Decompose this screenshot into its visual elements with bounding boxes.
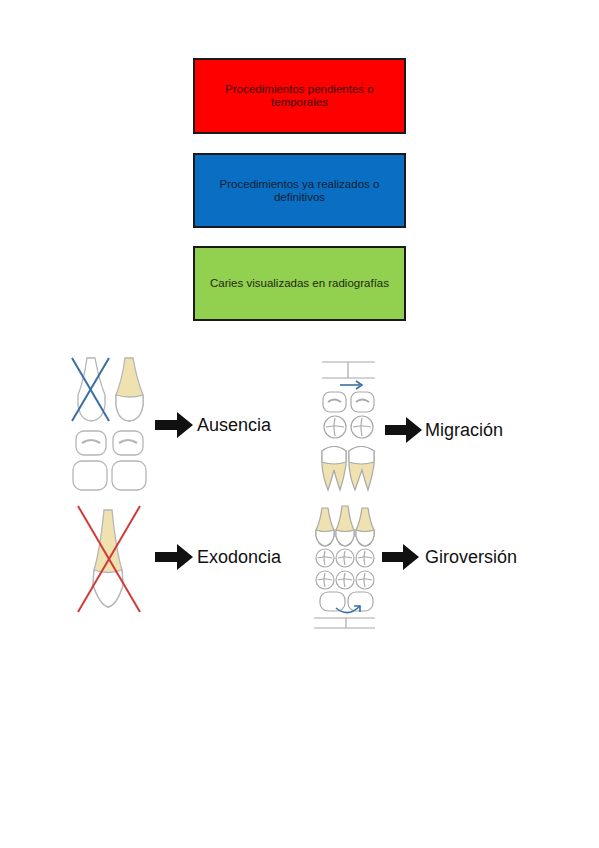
absent-tooth-illustration-part: [119, 440, 137, 443]
rotation-illustration-part: [336, 549, 354, 567]
pointer-arrows-part: [155, 412, 193, 438]
rotation-illustration-part: [336, 506, 354, 546]
rotation-illustration-part: [314, 627, 375, 628]
pointer-arrows-part: [385, 417, 422, 443]
pointer-arrows-part: [155, 544, 193, 570]
rotation-illustration-part: [356, 508, 374, 546]
rotation-illustration-part: [336, 606, 360, 613]
pointer-arrows-part: [382, 544, 419, 570]
extraction-illustration: [78, 506, 140, 612]
rotation-illustration-part: [348, 592, 373, 611]
migration-illustration-part: [349, 447, 374, 465]
condition-label: Exodoncia: [197, 546, 281, 568]
rotation-illustration-part: [354, 606, 360, 612]
migration-illustration-part: [326, 418, 344, 436]
pending-procedures-box: Procedimientos pendientes o temporales: [193, 58, 406, 134]
rotation-illustration-part: [336, 571, 354, 589]
rotation-illustration-part: [318, 551, 332, 565]
condition-label: Migración: [425, 419, 503, 441]
absent-tooth-illustration-part: [113, 431, 143, 455]
condition-label: Ausencia: [197, 414, 271, 436]
migration-illustration-part: [351, 416, 373, 438]
rotation-illustration-part: [345, 618, 346, 628]
migration-illustration-part: [356, 400, 369, 403]
extraction-illustration-part: [78, 506, 140, 612]
migration-illustration-part: [340, 384, 360, 386]
box-text: Procedimientos ya realizados o definitiv…: [209, 178, 390, 204]
rotation-illustration-part: [316, 530, 334, 546]
migration-illustration-part: [322, 447, 346, 491]
rotation-illustration-part: [336, 530, 354, 546]
migration-illustration-part: [323, 392, 346, 412]
box-text: Caries visualizadas en radiografías: [210, 277, 389, 290]
migration-illustration-part: [353, 418, 371, 436]
extraction-illustration-part: [78, 506, 140, 612]
migration-illustration-part: [349, 447, 374, 491]
rotation-illustration-part: [314, 617, 375, 618]
box-text: Procedimientos pendientes o temporales: [209, 83, 390, 109]
rotation-illustration-part: [318, 573, 332, 587]
rotation-illustration-part: [356, 549, 374, 567]
migration-illustration-part: [351, 392, 374, 412]
rotation-illustration-part: [358, 551, 372, 565]
absent-tooth-illustration-part: [72, 358, 109, 421]
migration-illustration-part: [324, 416, 346, 438]
absent-tooth-illustration-part: [73, 461, 107, 490]
migration-illustration-part: [328, 400, 341, 403]
rotation-illustration-part: [358, 573, 372, 587]
rotation-illustration-part: [356, 530, 374, 546]
absent-tooth-illustration-part: [116, 358, 143, 421]
absent-tooth-illustration-part: [82, 440, 100, 443]
pointer-arrows: [155, 412, 422, 570]
rotation-illustration-part: [316, 571, 334, 589]
migration-illustration-part: [356, 381, 362, 389]
rotation-illustration-part: [316, 549, 334, 567]
caries-box: Caries visualizadas en radiografías: [193, 246, 406, 321]
rotation-illustration-part: [316, 508, 334, 546]
migration-illustration-part: [347, 362, 348, 378]
absent-tooth-illustration-part: [72, 358, 109, 421]
rotation-illustration-part: [338, 551, 352, 565]
migration-illustration-part: [322, 447, 346, 465]
absent-tooth-illustration: [72, 358, 146, 490]
absent-tooth-illustration-part: [112, 461, 146, 490]
rotation-illustration-part: [356, 571, 374, 589]
absent-tooth-illustration-part: [76, 431, 106, 455]
rotation-illustration-part: [338, 573, 352, 587]
rotation-illustration-part: [320, 592, 345, 611]
condition-label: Giroversión: [425, 546, 517, 568]
migration-illustration: [322, 362, 375, 490]
absent-tooth-illustration-part: [116, 395, 143, 421]
rotation-illustration: [314, 506, 375, 628]
done-procedures-box: Procedimientos ya realizados o definitiv…: [193, 153, 406, 228]
